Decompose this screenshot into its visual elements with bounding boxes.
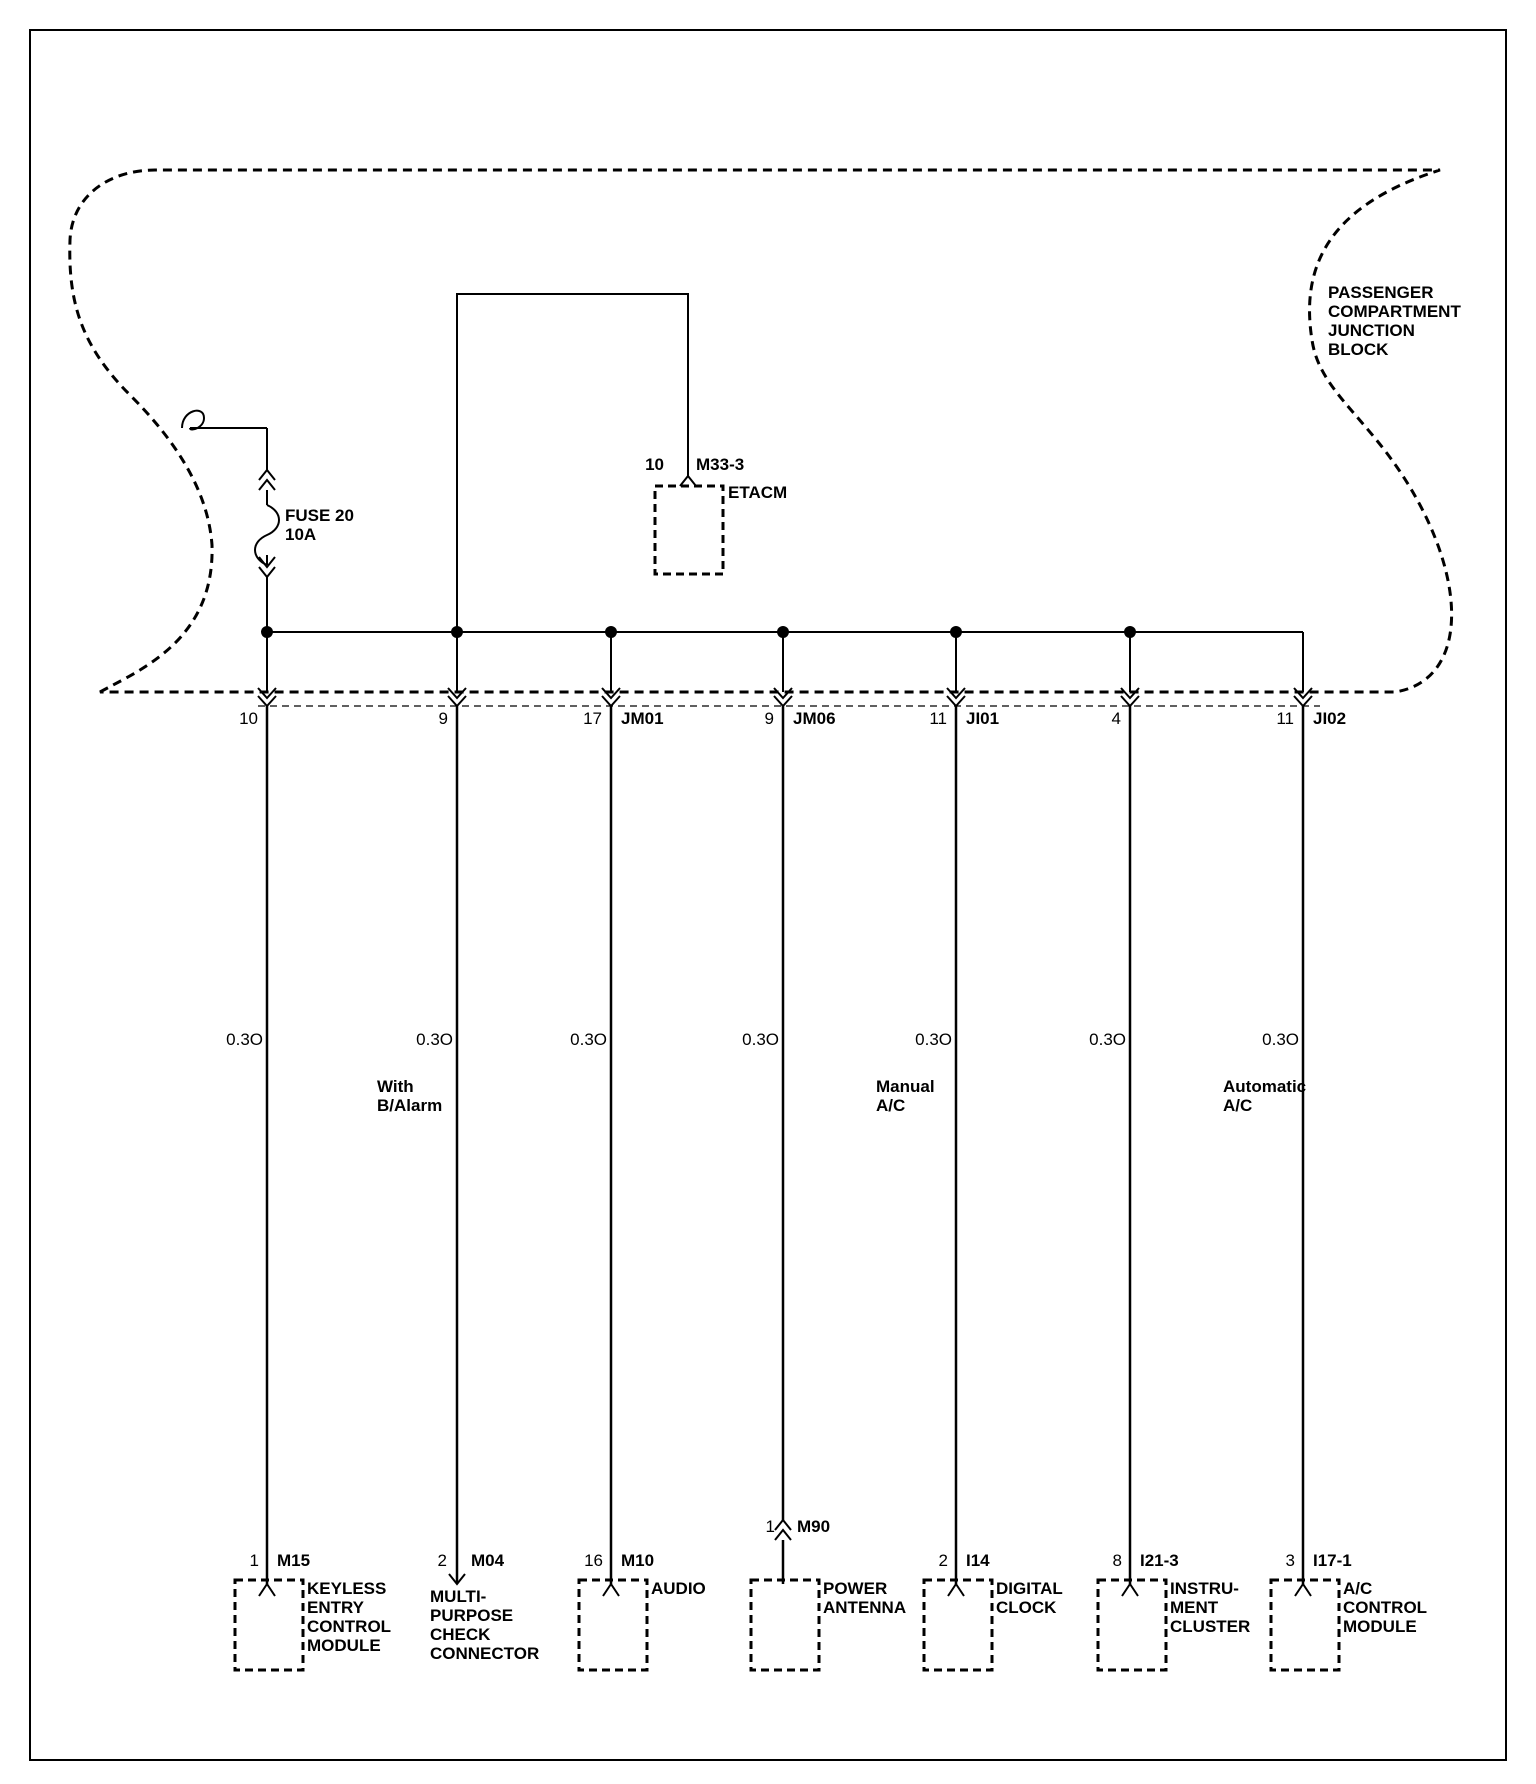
keyless-bottom-pin: 1 bbox=[250, 1551, 259, 1570]
instrument-cluster-wire-size: 0.3O bbox=[1089, 1030, 1126, 1049]
digital-clock-top-connector: JI01 bbox=[966, 709, 999, 728]
multipurpose-wire-size: 0.3O bbox=[416, 1030, 453, 1049]
audio-top-pin: 17 bbox=[583, 709, 602, 728]
fuse-20-symbol bbox=[254, 504, 280, 566]
ac-control-component-box bbox=[1269, 1578, 1341, 1672]
audio-top-connector: JM01 bbox=[621, 709, 664, 728]
audio-wire-size: 0.3O bbox=[570, 1030, 607, 1049]
power-antenna-inline-connector bbox=[774, 1518, 792, 1541]
digital-clock-component-box bbox=[922, 1578, 994, 1672]
keyless-wire-size: 0.3O bbox=[226, 1030, 263, 1049]
audio-bottom-connector: M10 bbox=[621, 1551, 654, 1570]
instrument-cluster-top-pin: 4 bbox=[1112, 709, 1121, 728]
power-antenna-top-connector: JM06 bbox=[793, 709, 836, 728]
audio-component-box bbox=[577, 1578, 649, 1672]
power-antenna-inline-pin: 1 bbox=[766, 1517, 775, 1536]
digital-clock-top-pin: 11 bbox=[929, 709, 947, 728]
page-frame bbox=[29, 29, 1507, 1761]
etacm-connector: M33-3 bbox=[696, 455, 744, 474]
etacm-label: ETACM bbox=[728, 483, 787, 502]
power-antenna-wire-size: 0.3O bbox=[742, 1030, 779, 1049]
feed-hook bbox=[181, 409, 206, 431]
keyless-component-box bbox=[233, 1578, 305, 1672]
digital-clock-bottom-connector: I14 bbox=[966, 1551, 990, 1570]
junction-block-boundary bbox=[68, 168, 1454, 694]
multipurpose-bottom-connector: M04 bbox=[471, 1551, 505, 1570]
ac-control-top-pin: 11 bbox=[1276, 709, 1294, 728]
digital-clock-bottom-pin: 2 bbox=[939, 1551, 948, 1570]
digital-clock-terminal-arrow bbox=[947, 1582, 965, 1597]
keyless-terminal-arrow bbox=[258, 1582, 276, 1597]
instrument-cluster-terminal-arrow bbox=[1121, 1582, 1139, 1597]
instrument-cluster-bottom-connector: I21-3 bbox=[1140, 1551, 1179, 1570]
etacm-pin-arrow bbox=[679, 474, 697, 487]
audio-component-label: AUDIO bbox=[651, 1579, 706, 1598]
audio-bottom-pin: 16 bbox=[584, 1551, 603, 1570]
power-antenna-top-pin: 9 bbox=[765, 709, 774, 728]
etacm-wire bbox=[456, 293, 689, 632]
keyless-bottom-connector: M15 bbox=[277, 1551, 310, 1570]
etacm-pin: 10 bbox=[645, 455, 664, 474]
instrument-cluster-bottom-pin: 8 bbox=[1113, 1551, 1122, 1570]
instrument-cluster-component-box bbox=[1096, 1578, 1168, 1672]
keyless-top-pin: 10 bbox=[239, 709, 258, 728]
junction-block-label: PASSENGER COMPARTMENT JUNCTION BLOCK bbox=[1328, 283, 1466, 359]
ac-control-bottom-pin: 3 bbox=[1286, 1551, 1295, 1570]
multipurpose-bottom-pin: 2 bbox=[438, 1551, 447, 1570]
etacm-box bbox=[653, 484, 725, 576]
power-antenna-component-box bbox=[749, 1578, 821, 1672]
fuse-top-connector bbox=[258, 468, 276, 491]
digital-clock-wire-size: 0.3O bbox=[915, 1030, 952, 1049]
ac-control-wire-size: 0.3O bbox=[1262, 1030, 1299, 1049]
ac-control-terminal-arrow bbox=[1294, 1582, 1312, 1597]
ac-control-top-connector: JI02 bbox=[1313, 709, 1346, 728]
multipurpose-top-pin: 9 bbox=[439, 709, 448, 728]
fuse-label: FUSE 20 10A bbox=[285, 506, 359, 544]
power-antenna-inline-connector-id: M90 bbox=[797, 1517, 830, 1536]
multipurpose-terminal-arrow bbox=[448, 1573, 466, 1586]
audio-terminal-arrow bbox=[602, 1582, 620, 1597]
ac-control-bottom-connector: I17-1 bbox=[1313, 1551, 1352, 1570]
